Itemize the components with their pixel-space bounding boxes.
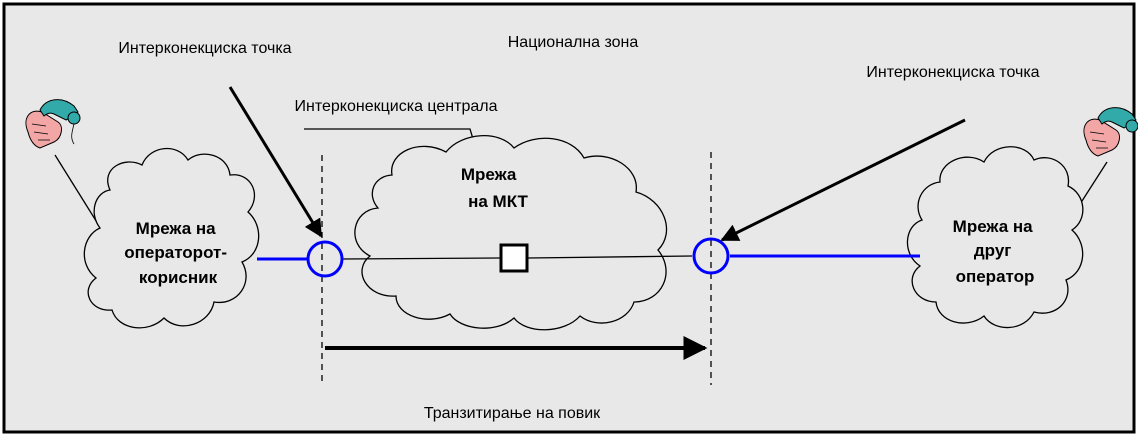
interconnect-point-left-label: Интерконекциска точка — [118, 40, 291, 57]
other-operator-network-label: Мрежа на друг оператор — [953, 217, 1038, 286]
ip-to-exchange-line — [341, 257, 501, 260]
mkt-network-cloud — [354, 135, 668, 331]
interconnect-point-left — [306, 240, 344, 278]
interconnect-exchange-node — [499, 243, 529, 273]
mkt-network-label: Мрежа на МКТ — [461, 165, 529, 211]
arrow-to-right-ip — [720, 118, 966, 242]
arrow-to-left-ip — [228, 86, 323, 238]
exchange-to-ip-line — [527, 255, 693, 259]
interconnect-point-right — [692, 237, 730, 275]
other-operator-network-cloud — [906, 146, 1084, 329]
interconnect-point-right-label: Интерконекциска точка — [866, 64, 1039, 81]
user-operator-network-cloud — [83, 147, 260, 329]
user-operator-network-label: Мрежа на операторот- корисник — [124, 219, 232, 287]
telephone-handset-icon — [1083, 107, 1138, 157]
transit-call-label: Транзитирање на повик — [424, 405, 601, 422]
national-zone-label: Национална зона — [508, 34, 639, 51]
telephone-handset-icon — [25, 99, 81, 149]
interconnect-exchange-label: Интерконекциска централа — [295, 98, 498, 115]
